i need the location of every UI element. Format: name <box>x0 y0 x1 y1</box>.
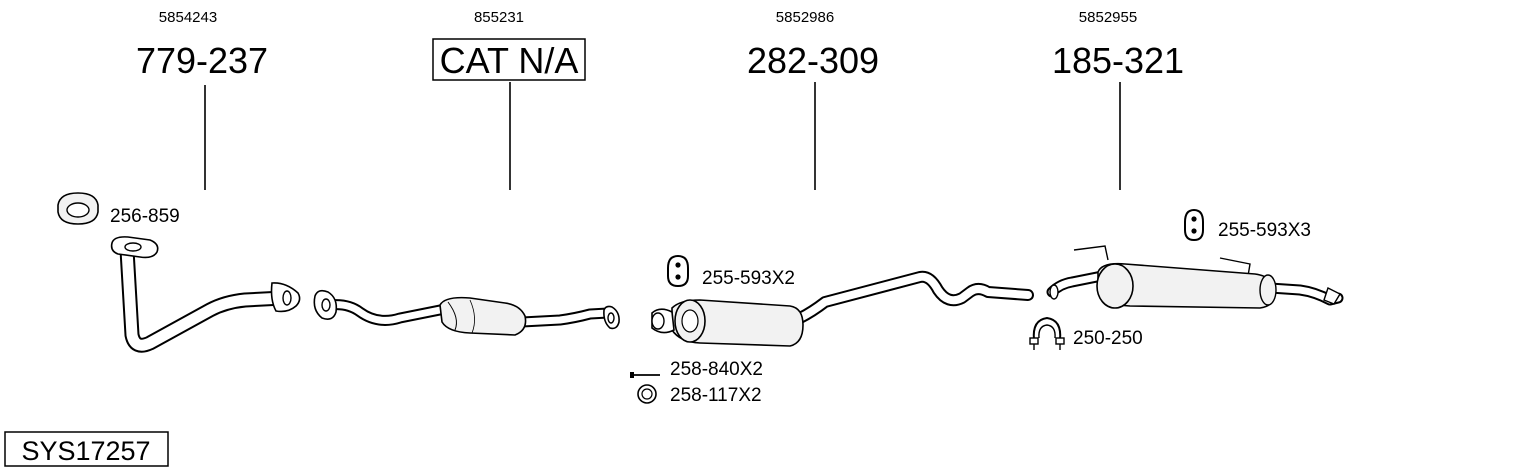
front-pipe-drawing[interactable] <box>110 236 301 353</box>
part-number-middle-silencer[interactable]: 282-309 <box>747 40 879 81</box>
rubber-hanger-icon <box>1184 208 1204 242</box>
accessory-label-bolt[interactable]: 258-840X2 <box>670 359 763 380</box>
part-number-front-pipe[interactable]: 779-237 <box>136 40 268 81</box>
rubber-hanger-icon <box>667 254 689 288</box>
catalyst-label-box <box>432 38 586 81</box>
bolt-icon <box>630 372 660 378</box>
system-code-box <box>4 431 169 467</box>
gasket-ring-icon <box>57 192 99 225</box>
sealing-ring-icon <box>637 384 657 404</box>
accessory-label-hanger-middle[interactable]: 255-593X2 <box>702 268 795 289</box>
rear-silencer-drawing[interactable] <box>1046 245 1344 309</box>
middle-silencer-drawing[interactable] <box>651 270 1034 347</box>
accessory-label-gasket[interactable]: 256-859 <box>110 206 180 227</box>
system-code: SYS17257 <box>21 436 150 466</box>
oe-number-middle-silencer: 5852986 <box>776 9 834 26</box>
oe-number-catalyst: 855231 <box>474 9 524 26</box>
part-number-rear-silencer[interactable]: 185-321 <box>1052 40 1184 81</box>
oe-number-front-pipe: 5854243 <box>159 9 217 26</box>
part-number-catalyst[interactable]: CAT N/A <box>440 40 579 81</box>
oe-number-rear-silencer: 5852955 <box>1079 9 1137 26</box>
accessory-label-hanger-rear[interactable]: 255-593X3 <box>1218 220 1311 241</box>
pipe-clamp-icon <box>1029 316 1065 350</box>
accessory-label-sealing-ring[interactable]: 258-117X2 <box>670 385 762 406</box>
accessory-label-clamp[interactable]: 250-250 <box>1073 328 1143 349</box>
catalyst-pipe-drawing[interactable] <box>313 289 620 336</box>
